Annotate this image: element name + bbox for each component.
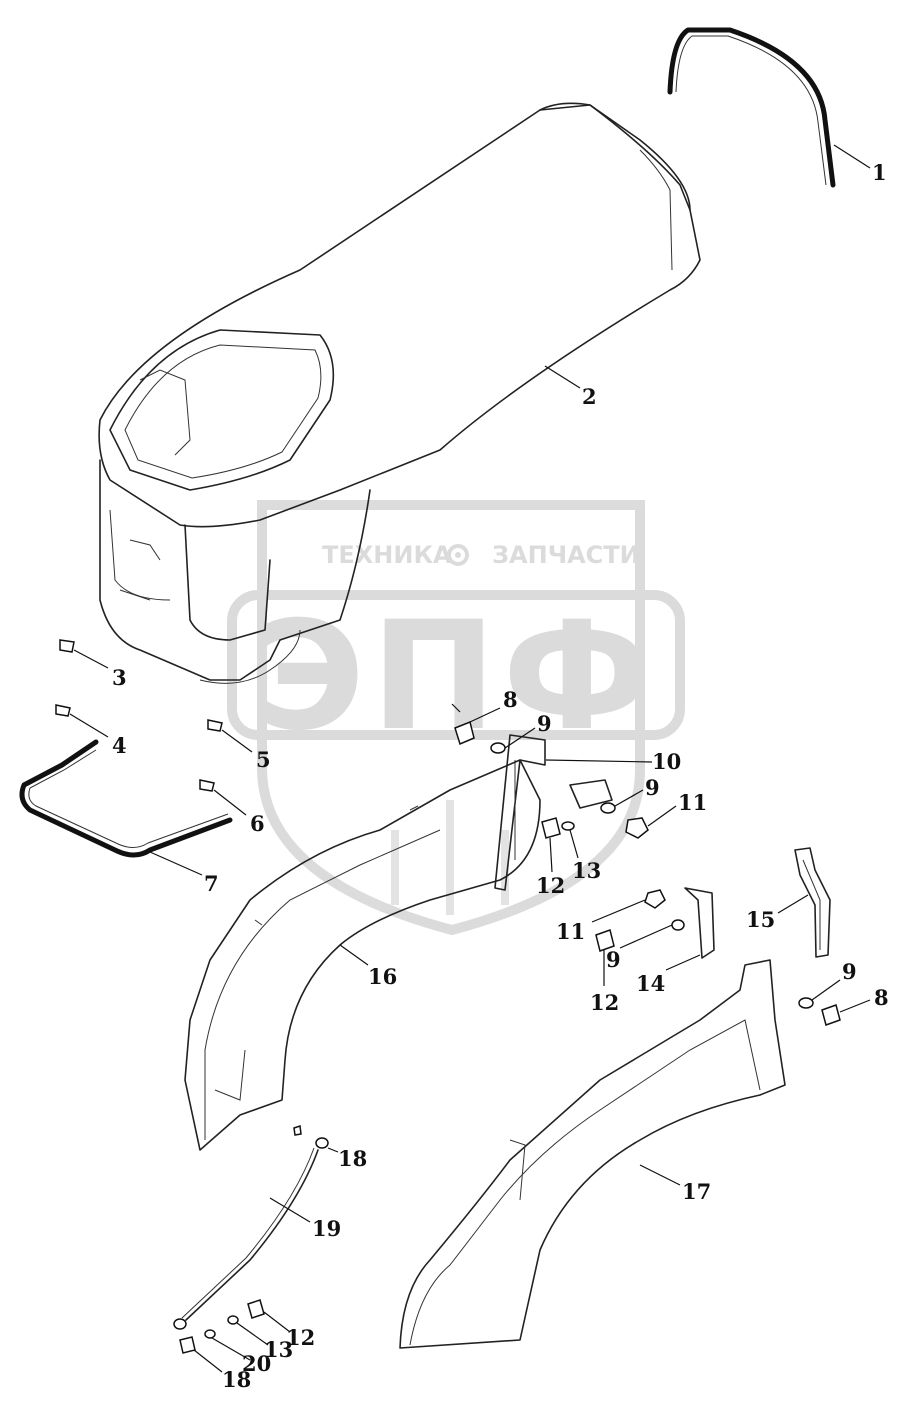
part-8-bolt bbox=[451, 703, 475, 746]
part-20-washer bbox=[204, 1329, 216, 1339]
part-13-washer bbox=[561, 821, 575, 831]
leader-9c bbox=[619, 924, 673, 949]
leader-17 bbox=[639, 1164, 681, 1186]
leader-19 bbox=[269, 1197, 311, 1223]
callouts: 1 2 3 4 5 6 7 8 9 10 9 11 12 13 11 9 12 … bbox=[112, 160, 889, 1392]
part-4-clip bbox=[55, 704, 71, 717]
part-19-rod bbox=[173, 1147, 319, 1330]
leader-5 bbox=[221, 729, 253, 753]
leader-8b bbox=[839, 999, 871, 1013]
leader-13a bbox=[569, 829, 579, 859]
leader-7 bbox=[149, 851, 203, 876]
watermark-top-right: ЗАПЧАСТИ bbox=[492, 541, 640, 569]
part-3-clip bbox=[59, 639, 75, 653]
callout-8b: 8 bbox=[874, 985, 889, 1010]
callout-9c: 9 bbox=[606, 947, 621, 972]
part-12-bolt-b bbox=[595, 929, 615, 952]
part-11-nut-b bbox=[644, 889, 666, 909]
part-11-nut bbox=[625, 817, 649, 839]
callout-20: 20 bbox=[242, 1351, 271, 1376]
leader-2 bbox=[544, 365, 581, 389]
callout-4: 4 bbox=[112, 733, 127, 758]
part-9-washer bbox=[490, 742, 506, 754]
part-5-clip bbox=[207, 719, 223, 732]
callout-12c: 12 bbox=[286, 1325, 315, 1350]
callout-9a: 9 bbox=[537, 711, 552, 736]
rod-assembly bbox=[173, 1124, 329, 1354]
callout-17: 17 bbox=[682, 1179, 711, 1204]
part-12-bolt bbox=[541, 817, 561, 839]
watermark-logo-frame bbox=[227, 590, 685, 740]
part-18-cap-b bbox=[179, 1336, 196, 1354]
callout-18a: 18 bbox=[338, 1146, 367, 1171]
leader-9d bbox=[811, 979, 841, 1001]
leader-12a bbox=[549, 837, 553, 873]
leader-11a bbox=[647, 805, 677, 827]
watermark-wheat bbox=[391, 800, 509, 915]
part-8-bolt-b bbox=[821, 1004, 841, 1026]
leader-12c bbox=[263, 1311, 291, 1333]
part-bracket-plate bbox=[569, 779, 613, 809]
part-18-cap bbox=[293, 1124, 329, 1149]
part-16-left-fender bbox=[184, 759, 541, 1151]
leader-4 bbox=[69, 713, 109, 738]
leader-13b bbox=[236, 1322, 269, 1346]
callout-9b: 9 bbox=[645, 775, 660, 800]
leader-14 bbox=[665, 954, 701, 971]
leader-3 bbox=[73, 649, 109, 669]
callout-3: 3 bbox=[112, 665, 127, 690]
leader-9a bbox=[504, 727, 536, 749]
watermark-logo: ЭПФ bbox=[255, 590, 657, 764]
part-9-washer-c bbox=[671, 919, 685, 931]
callout-8a: 8 bbox=[503, 687, 518, 712]
callout-9d: 9 bbox=[842, 959, 857, 984]
leader-1 bbox=[833, 144, 871, 169]
leader-16 bbox=[339, 944, 369, 966]
leader-18a bbox=[327, 1147, 339, 1153]
watermark-top-left: ТЕХНИКА bbox=[322, 541, 452, 569]
callout-1: 1 bbox=[872, 160, 887, 185]
callout-13b: 13 bbox=[264, 1337, 293, 1362]
part-2-hood bbox=[98, 102, 701, 684]
leader-10 bbox=[545, 759, 653, 763]
part-14-bracket bbox=[684, 887, 715, 959]
gear-icon bbox=[447, 544, 469, 566]
callout-12b: 12 bbox=[590, 990, 619, 1015]
fastener-group-lower bbox=[595, 887, 715, 959]
part-17-right-fender bbox=[399, 959, 786, 1349]
callout-12a: 12 bbox=[536, 873, 565, 898]
part-12-bolt-c bbox=[247, 1299, 265, 1319]
callout-13a: 13 bbox=[572, 858, 601, 883]
callout-5: 5 bbox=[256, 747, 271, 772]
leader-15 bbox=[777, 894, 809, 914]
part-13-washer-b bbox=[227, 1315, 239, 1325]
part-9-washer-d bbox=[798, 997, 814, 1009]
leader-lines bbox=[69, 144, 871, 1373]
callout-2: 2 bbox=[582, 384, 597, 409]
part-9-washer-b bbox=[600, 802, 616, 814]
callout-10: 10 bbox=[652, 749, 681, 774]
part-6-clip bbox=[199, 779, 215, 792]
watermark: ТЕХНИКА ЗАПЧАСТИ ЭПФ bbox=[227, 500, 685, 936]
callout-6: 6 bbox=[250, 811, 265, 836]
leader-20 bbox=[211, 1337, 251, 1361]
leader-9b bbox=[614, 789, 644, 807]
callout-16: 16 bbox=[368, 964, 397, 989]
callout-19: 19 bbox=[312, 1216, 341, 1241]
leader-11b bbox=[591, 899, 646, 923]
callout-11a: 11 bbox=[678, 790, 707, 815]
watermark-shield bbox=[257, 500, 645, 936]
leader-18b bbox=[193, 1349, 223, 1373]
callout-7: 7 bbox=[204, 871, 219, 896]
leader-6 bbox=[213, 789, 247, 816]
callout-11b: 11 bbox=[556, 919, 585, 944]
callout-15: 15 bbox=[746, 907, 775, 932]
callout-14: 14 bbox=[636, 971, 665, 996]
leader-8a bbox=[469, 707, 501, 723]
part-1-seal-strip bbox=[667, 27, 836, 188]
part-7-seal-loop bbox=[19, 739, 233, 858]
callout-18b: 18 bbox=[222, 1367, 251, 1392]
part-15-bracket bbox=[794, 847, 831, 958]
